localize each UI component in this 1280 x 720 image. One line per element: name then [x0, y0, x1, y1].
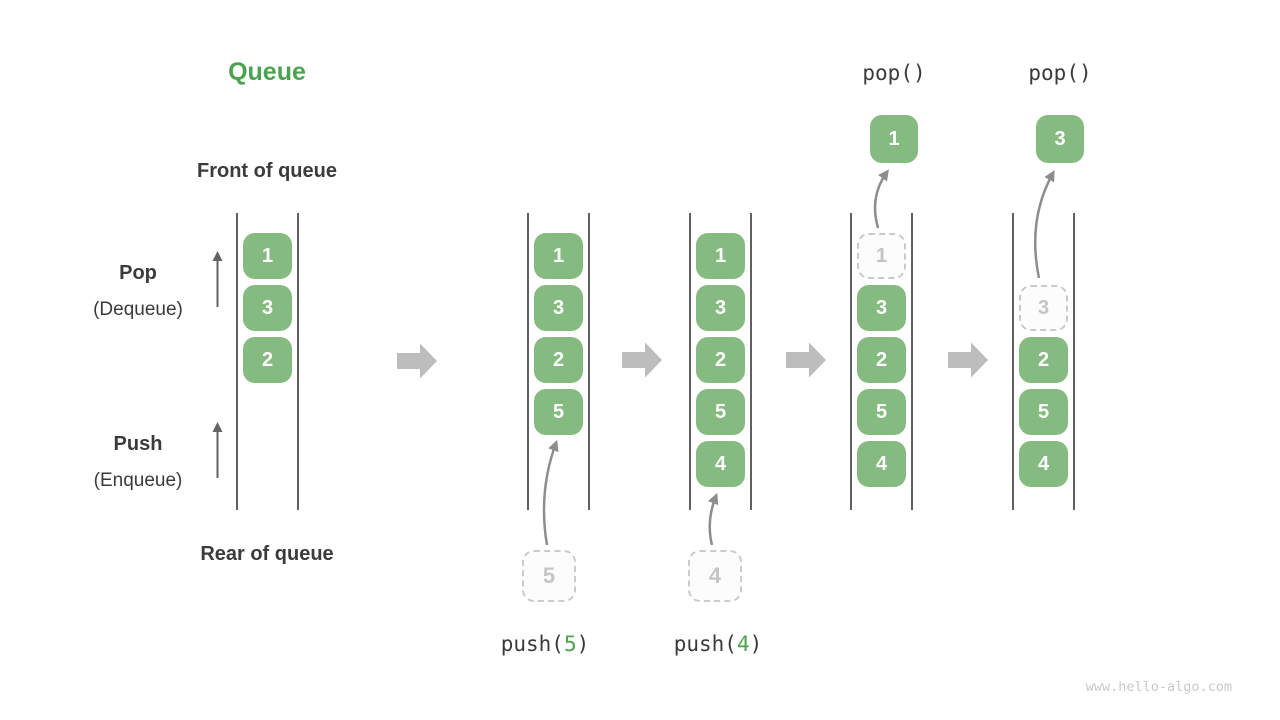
- flow-arrow-icon: [622, 342, 662, 378]
- queue-cell: 2: [857, 337, 906, 383]
- popped-value-box: 1: [870, 115, 918, 163]
- queue-cell: 2: [534, 337, 583, 383]
- flow-arrow-icon: [397, 343, 437, 379]
- queue-cell: 3: [857, 285, 906, 331]
- queue-cell: 3: [534, 285, 583, 331]
- queue-cell: 4: [857, 441, 906, 487]
- flow-arrow-icon: [948, 342, 988, 378]
- incoming-value-box: 5: [522, 550, 576, 602]
- enqueue-label: (Enqueue): [93, 470, 183, 491]
- flow-arrow-icon: [786, 342, 826, 378]
- push-operation-label: push(4): [648, 632, 788, 656]
- queue-wall-line: [236, 213, 238, 510]
- queue-wall-line: [750, 213, 752, 510]
- queue-wall-line: [911, 213, 913, 510]
- pop-operation-label: pop(): [1028, 61, 1092, 85]
- queue-cell: 4: [1019, 441, 1068, 487]
- push-arg-value: 5: [563, 632, 577, 656]
- rear-of-queue-label: Rear of queue: [200, 543, 334, 565]
- push-arg-value: 4: [736, 632, 750, 656]
- pop-label: Pop: [119, 262, 157, 284]
- watermark: www.hello-algo.com: [1085, 679, 1232, 695]
- pop-operation-label: pop(): [862, 61, 926, 85]
- push-call-close: ): [576, 632, 590, 656]
- queue-cell: 5: [696, 389, 745, 435]
- pop-curve-arrow-icon: [1034, 170, 1055, 279]
- push-call-text: push(: [500, 632, 564, 656]
- dequeue-label: (Dequeue): [93, 299, 183, 320]
- queue-wall-line: [689, 213, 691, 510]
- queue-cell: 5: [534, 389, 583, 435]
- queue-cell: 1: [696, 233, 745, 279]
- queue-cell: 5: [857, 389, 906, 435]
- queue-wall-line: [588, 213, 590, 510]
- diagram-title: Queue: [228, 58, 306, 86]
- queue-cell: 2: [243, 337, 292, 383]
- queue-wall-line: [527, 213, 529, 510]
- push-curve-arrow-icon: [542, 439, 559, 546]
- pop-curve-arrow-icon: [873, 169, 889, 229]
- push-label: Push: [113, 433, 163, 455]
- queue-cell-ghost: 1: [857, 233, 906, 279]
- push-operation-label: push(5): [475, 632, 615, 656]
- queue-wall-line: [1073, 213, 1075, 510]
- incoming-value-box: 4: [688, 550, 742, 602]
- push-call-close: ): [749, 632, 763, 656]
- queue-cell: 3: [696, 285, 745, 331]
- popped-value-box: 3: [1036, 115, 1084, 163]
- queue-cell: 5: [1019, 389, 1068, 435]
- queue-wall-line: [1012, 213, 1014, 510]
- front-of-queue-label: Front of queue: [197, 160, 337, 182]
- queue-cell: 3: [243, 285, 292, 331]
- queue-cell-ghost: 3: [1019, 285, 1068, 331]
- queue-wall-line: [850, 213, 852, 510]
- queue-wall-line: [297, 213, 299, 510]
- queue-cell: 2: [696, 337, 745, 383]
- queue-cell: 4: [696, 441, 745, 487]
- push-curve-arrow-icon: [708, 492, 719, 546]
- queue-cell: 2: [1019, 337, 1068, 383]
- queue-cell: 1: [534, 233, 583, 279]
- queue-cell: 1: [243, 233, 292, 279]
- push-call-text: push(: [673, 632, 737, 656]
